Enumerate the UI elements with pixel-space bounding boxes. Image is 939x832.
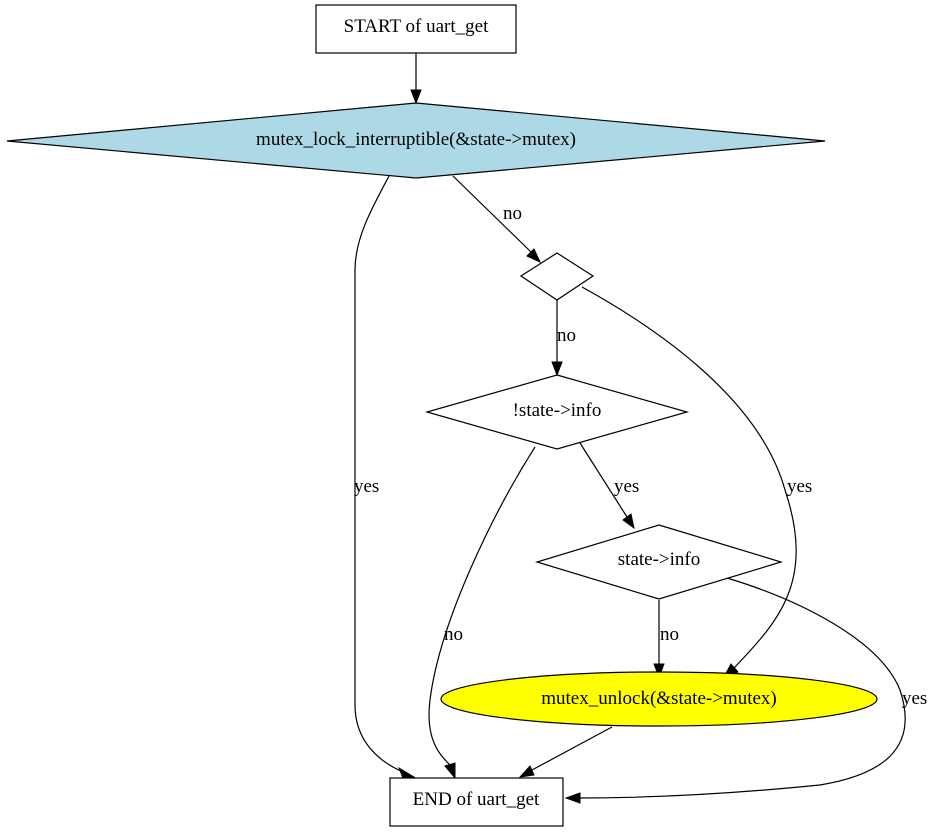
edge-info-to-end: yes (564, 577, 927, 804)
edge-label-yes: yes (614, 476, 639, 497)
not-state-info-label: !state->info (513, 400, 602, 421)
start-label: START of uart_get (344, 16, 489, 37)
edge-label-yes: yes (354, 476, 379, 497)
empty-decision (519, 252, 595, 301)
edge-label-no: no (660, 624, 679, 645)
state-info-decision: state->info (534, 524, 784, 600)
edge-unlock-to-end (518, 726, 613, 778)
edge-label-yes: yes (902, 688, 927, 709)
edge-label-yes: yes (787, 476, 812, 497)
edge-label-no: no (503, 203, 522, 224)
edge-mutex-lock-to-end: yes (354, 175, 416, 779)
state-info-label: state->info (618, 549, 700, 570)
edge-empty-decision-to-not-info: no (551, 300, 576, 377)
edge-not-info-to-end: no (428, 446, 536, 780)
mutex-unlock-node: mutex_unlock(&state->mutex) (440, 671, 878, 727)
edge-mutex-lock-to-empty-decision: no (452, 175, 542, 264)
edge-start-to-mutex-lock (410, 53, 422, 105)
edge-info-to-unlock: no (653, 600, 679, 679)
start-node: START of uart_get (315, 4, 517, 54)
edge-label-no: no (444, 624, 463, 645)
end-label: END of uart_get (413, 789, 540, 810)
edge-not-info-to-info: yes (579, 442, 639, 530)
edge-label-no: no (557, 325, 576, 346)
mutex-lock-label: mutex_lock_interruptible(&state->mutex) (256, 129, 576, 150)
not-state-info-decision: !state->info (424, 374, 690, 450)
mutex-unlock-label: mutex_unlock(&state->mutex) (541, 688, 777, 709)
end-node: END of uart_get (389, 777, 564, 827)
mutex-lock-decision: mutex_lock_interruptible(&state->mutex) (6, 102, 826, 179)
